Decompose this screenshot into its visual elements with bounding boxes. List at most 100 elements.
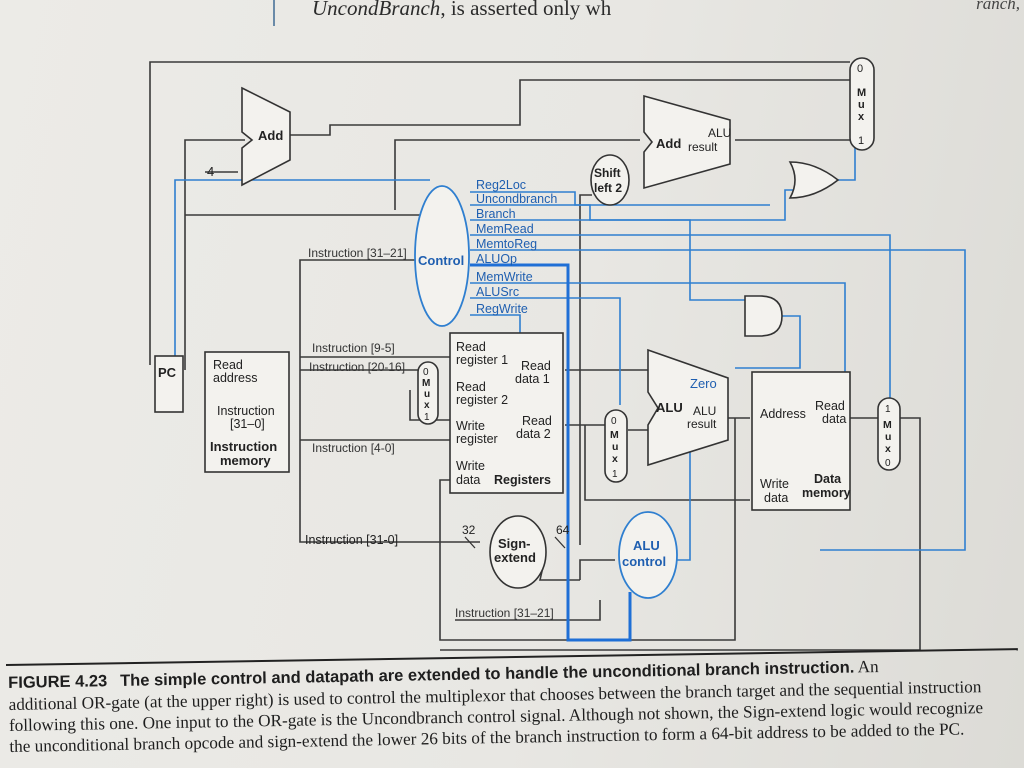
alu-control: ALU control <box>618 511 678 599</box>
rf-read-data1-b: data 1 <box>515 372 550 386</box>
margin-line <box>273 0 275 26</box>
memtoreg-mux-m: M <box>883 419 892 431</box>
program-counter: PC <box>154 355 184 413</box>
rf-read-data2-b: data 2 <box>516 427 551 441</box>
im-address-label: address <box>213 371 257 385</box>
branch-adder-alu-label: ALU <box>708 126 731 140</box>
bits-32-label: 32 <box>462 523 476 537</box>
im-title-2: memory <box>220 453 271 468</box>
control-signal-labels: Reg2Loc Uncondbranch Branch MemRead Memt… <box>476 178 557 316</box>
signal-memtoreg: MemtoReg <box>476 237 537 251</box>
alu-result-label-1: ALU <box>693 404 716 418</box>
rf-read-reg1-a: Read <box>456 340 486 354</box>
reg-mux-one: 1 <box>424 412 430 423</box>
signal-branch: Branch <box>476 207 516 221</box>
signal-memwrite: MemWrite <box>476 270 533 284</box>
label-instr-4-0: Instruction [4-0] <box>312 441 395 455</box>
instruction-field-labels: Instruction [31–21] Instruction [9-5] In… <box>305 246 554 620</box>
reg-mux-u: u <box>424 389 430 400</box>
rf-write-data-b: data <box>456 473 480 487</box>
bus-width-ticks <box>464 536 566 549</box>
alu-zero-label: Zero <box>690 376 717 391</box>
pc-mux-zero: 0 <box>857 63 863 75</box>
caption-label: FIGURE 4.23 <box>8 672 108 692</box>
reg-mux-x: x <box>424 400 430 411</box>
pc-mux-u: u <box>858 99 865 111</box>
dm-title-1: Data <box>814 472 842 486</box>
header-text: UncondBranch, is asserted only wh <box>312 0 611 21</box>
signal-aluop: ALUOp <box>476 252 517 266</box>
dm-write-label-2: data <box>764 491 788 505</box>
dm-title-2: memory <box>802 486 851 500</box>
data-memory-box <box>751 371 851 511</box>
memtoreg-mux-one: 1 <box>885 404 891 415</box>
rf-read-reg2-b: register 2 <box>456 393 508 407</box>
alu-label: ALU <box>656 400 683 415</box>
signal-uncondbranch: Uncondbranch <box>476 192 557 206</box>
memtoreg-mux-x: x <box>885 443 891 455</box>
and-gate <box>744 295 783 337</box>
datapath-wires <box>149 61 921 651</box>
im-read-label: Read <box>213 358 243 372</box>
shift-left-shape <box>590 154 630 206</box>
pc-mux-one: 1 <box>858 135 864 147</box>
rf-write-reg-b: register <box>456 432 498 446</box>
dm-address-label: Address <box>760 407 806 421</box>
rf-read-data1-a: Read <box>521 359 551 373</box>
reg-mux-m: M <box>422 378 430 389</box>
control-unit: Control Reg2Loc Uncondbranch Branch MemR… <box>414 178 557 327</box>
caption-line-0: An <box>854 657 879 677</box>
im-instruction-label: Instruction <box>217 404 275 418</box>
reg-mux-shape <box>417 361 439 425</box>
alu-control-label-1: ALU <box>633 538 660 553</box>
alusrc-mux-zero: 0 <box>611 416 617 427</box>
memtoreg-mux-u: u <box>885 431 891 443</box>
im-bits-label: [31–0] <box>230 417 265 431</box>
signal-alusrc: ALUSrc <box>476 285 519 299</box>
branch-adder-result-label: result <box>688 140 718 154</box>
rf-read-data2-a: Read <box>522 414 552 428</box>
reg-mux-zero: 0 <box>423 367 429 378</box>
main-alu: ALU Zero ALU result <box>647 348 729 467</box>
instruction-memory: Read address Instruction [31–0] Instruct… <box>204 351 290 473</box>
sign-extend-label-2: extend <box>494 550 536 565</box>
control-ellipse <box>414 185 470 327</box>
branch-adder-shape <box>643 94 731 190</box>
memtoreg-mux-zero: 0 <box>885 458 891 469</box>
signal-regwrite: RegWrite <box>476 302 528 316</box>
header-signal: UncondBranch <box>312 0 441 20</box>
rf-write-data-a: Write <box>456 459 485 473</box>
alu-control-shape <box>618 511 678 599</box>
label-instr-20-16: Instruction [20-16] <box>309 360 405 374</box>
memtoreg-mux-shape <box>877 397 901 471</box>
dm-write-label-1: Write <box>760 477 789 491</box>
alusrc-mux-x: x <box>612 453 618 465</box>
pc-label: PC <box>158 365 177 380</box>
im-title-1: Instruction <box>210 439 277 454</box>
rf-read-reg2-a: Read <box>456 380 486 394</box>
mem-to-reg-mux: 1 M u x 0 <box>877 397 901 471</box>
alu-result-label-2: result <box>687 417 717 431</box>
add-shape <box>241 86 291 187</box>
constant-four: 4 <box>207 164 214 179</box>
label-instr-31-21: Instruction [31–21] <box>308 246 407 260</box>
datapath-diagram: Add 4 Add ALU result Shift left 2 0 M u … <box>149 57 966 651</box>
data-memory: Address Read data Write data Data memory <box>751 371 851 511</box>
dm-read-label-1: Read <box>815 399 845 413</box>
signal-memread: MemRead <box>476 222 534 236</box>
alusrc-mux-shape <box>604 409 628 483</box>
sign-extend: Sign- extend 32 64 <box>462 515 570 589</box>
alu-shape <box>647 348 729 467</box>
add-label: Add <box>258 128 283 143</box>
shift-label-1: Shift <box>594 166 621 180</box>
rf-read-reg1-b: register 1 <box>456 353 508 367</box>
rf-title: Registers <box>494 473 551 487</box>
pc-mux-shape <box>849 57 875 151</box>
dm-read-label-2: data <box>822 412 846 426</box>
rf-write-reg-a: Write <box>456 419 485 433</box>
header-rest: , is asserted only wh <box>440 0 612 20</box>
signal-reg2loc: Reg2Loc <box>476 178 526 192</box>
alusrc-mux-one: 1 <box>612 469 618 480</box>
control-wires <box>174 148 966 561</box>
